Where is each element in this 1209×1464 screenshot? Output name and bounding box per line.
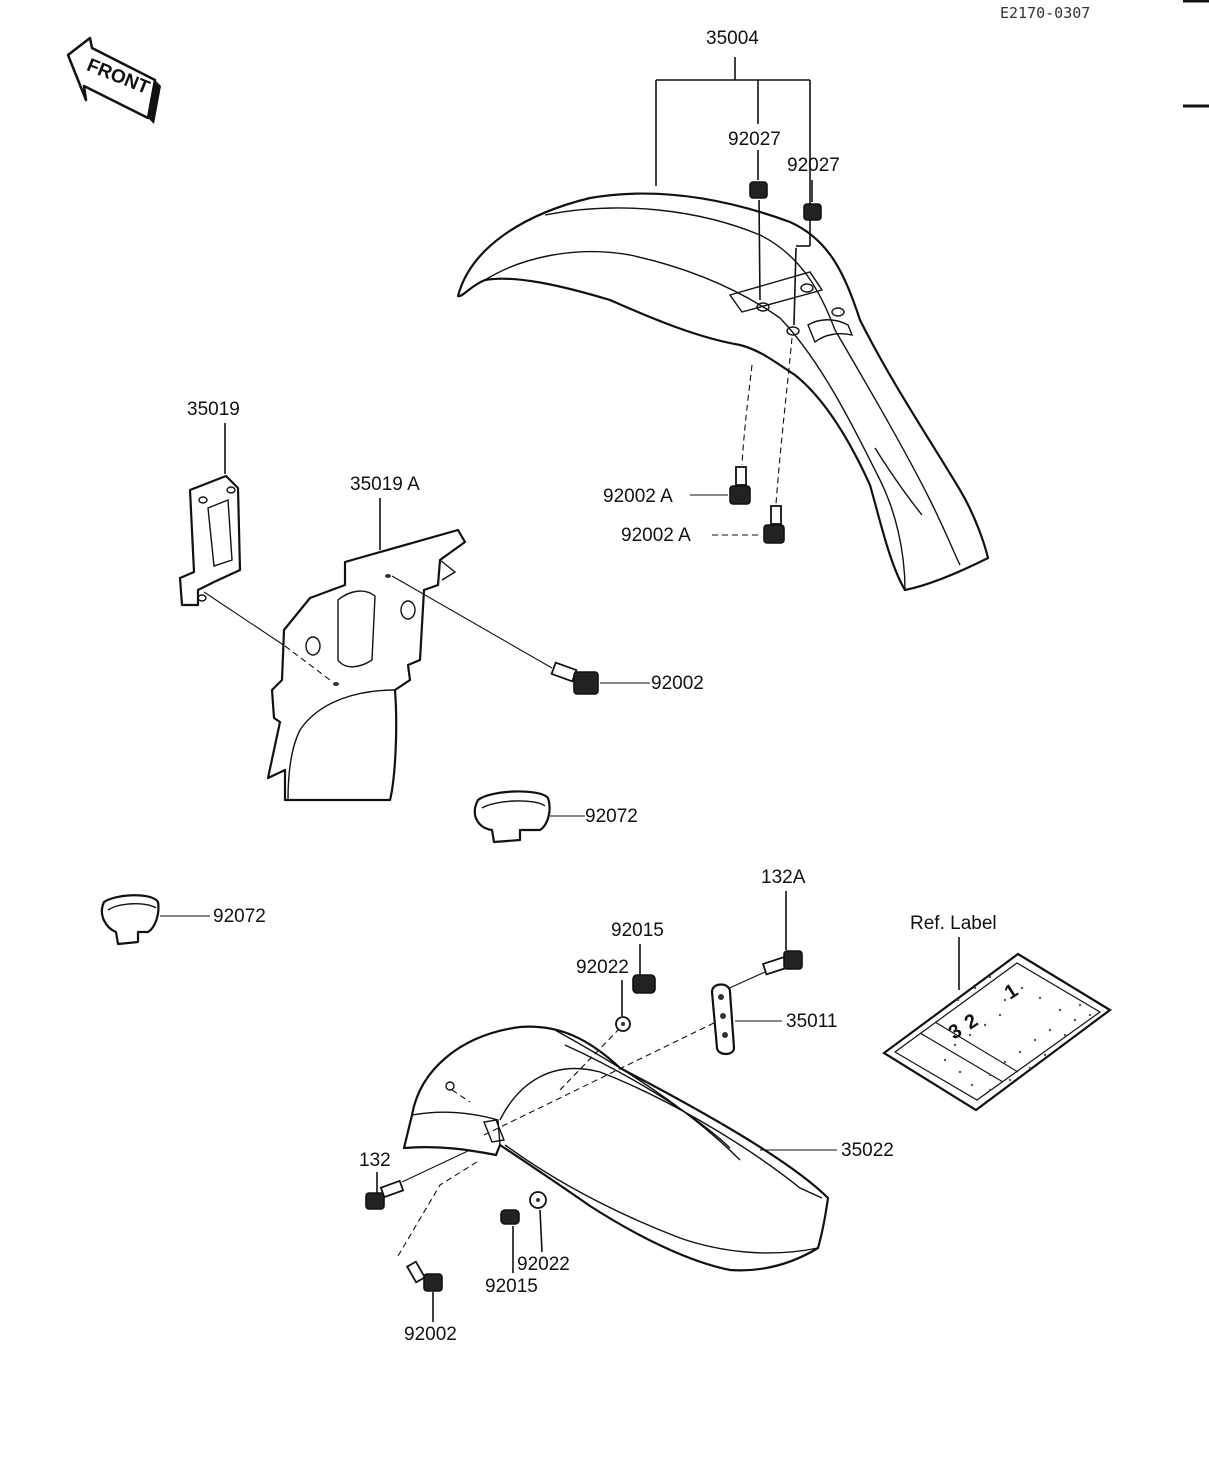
bolt-92002A-1: [690, 364, 753, 505]
hardware-bottom-92015-92022: [500, 1191, 547, 1273]
callout-92022-top: 92022: [576, 957, 629, 978]
hardware-top-92015-92022: [615, 944, 656, 1032]
callout-35019: 35019: [187, 399, 240, 420]
callout-92002-bottom: 92002: [404, 1324, 457, 1345]
inner-fender-35019A: [266, 498, 553, 802]
bolt-92002A-2: [712, 337, 793, 544]
callout-92015-bottom: 92015: [485, 1276, 538, 1297]
bolt-92002-mid: [550, 661, 650, 695]
grommet-92027-b: [793, 180, 822, 326]
bracket-35019: [178, 423, 286, 647]
diagram-code: E2170-0307: [1000, 4, 1091, 22]
clamp-92072-mid: [473, 790, 585, 844]
callout-35011: 35011: [786, 1011, 838, 1032]
callout-92002A-2: 92002 A: [621, 525, 691, 546]
grommet-92027-a: [749, 150, 768, 301]
callout-ref-label: Ref. Label: [910, 913, 997, 934]
front-arrow-icon: FRONT: [66, 36, 161, 124]
bolt-132: [365, 1149, 471, 1210]
callout-132: 132: [359, 1150, 391, 1171]
callout-92027-a: 92027: [728, 129, 781, 150]
ref-label-sticker: 3 2 1: [882, 937, 1112, 1112]
callout-92072-mid: 92072: [585, 806, 638, 827]
callout-92022-bottom: 92022: [517, 1254, 570, 1275]
clamp-92072-left: [100, 894, 210, 946]
callout-35004: 35004: [706, 28, 759, 49]
callout-92002A-1: 92002 A: [603, 486, 673, 507]
callout-92002-mid: 92002: [651, 673, 704, 694]
bolt-132A: [724, 891, 803, 991]
callout-92072-left: 92072: [213, 906, 266, 927]
callout-92027-b: 92027: [787, 155, 840, 176]
callout-35022: 35022: [841, 1140, 894, 1161]
callout-132A: 132A: [761, 867, 806, 888]
rear-fender-35022: [402, 1019, 830, 1272]
front-fender: [456, 192, 990, 592]
callout-35019A: 35019 A: [350, 474, 420, 495]
bolt-92002-bottom: [397, 1159, 481, 1322]
callout-92015-top: 92015: [611, 920, 664, 941]
plate-35011: [710, 983, 782, 1056]
